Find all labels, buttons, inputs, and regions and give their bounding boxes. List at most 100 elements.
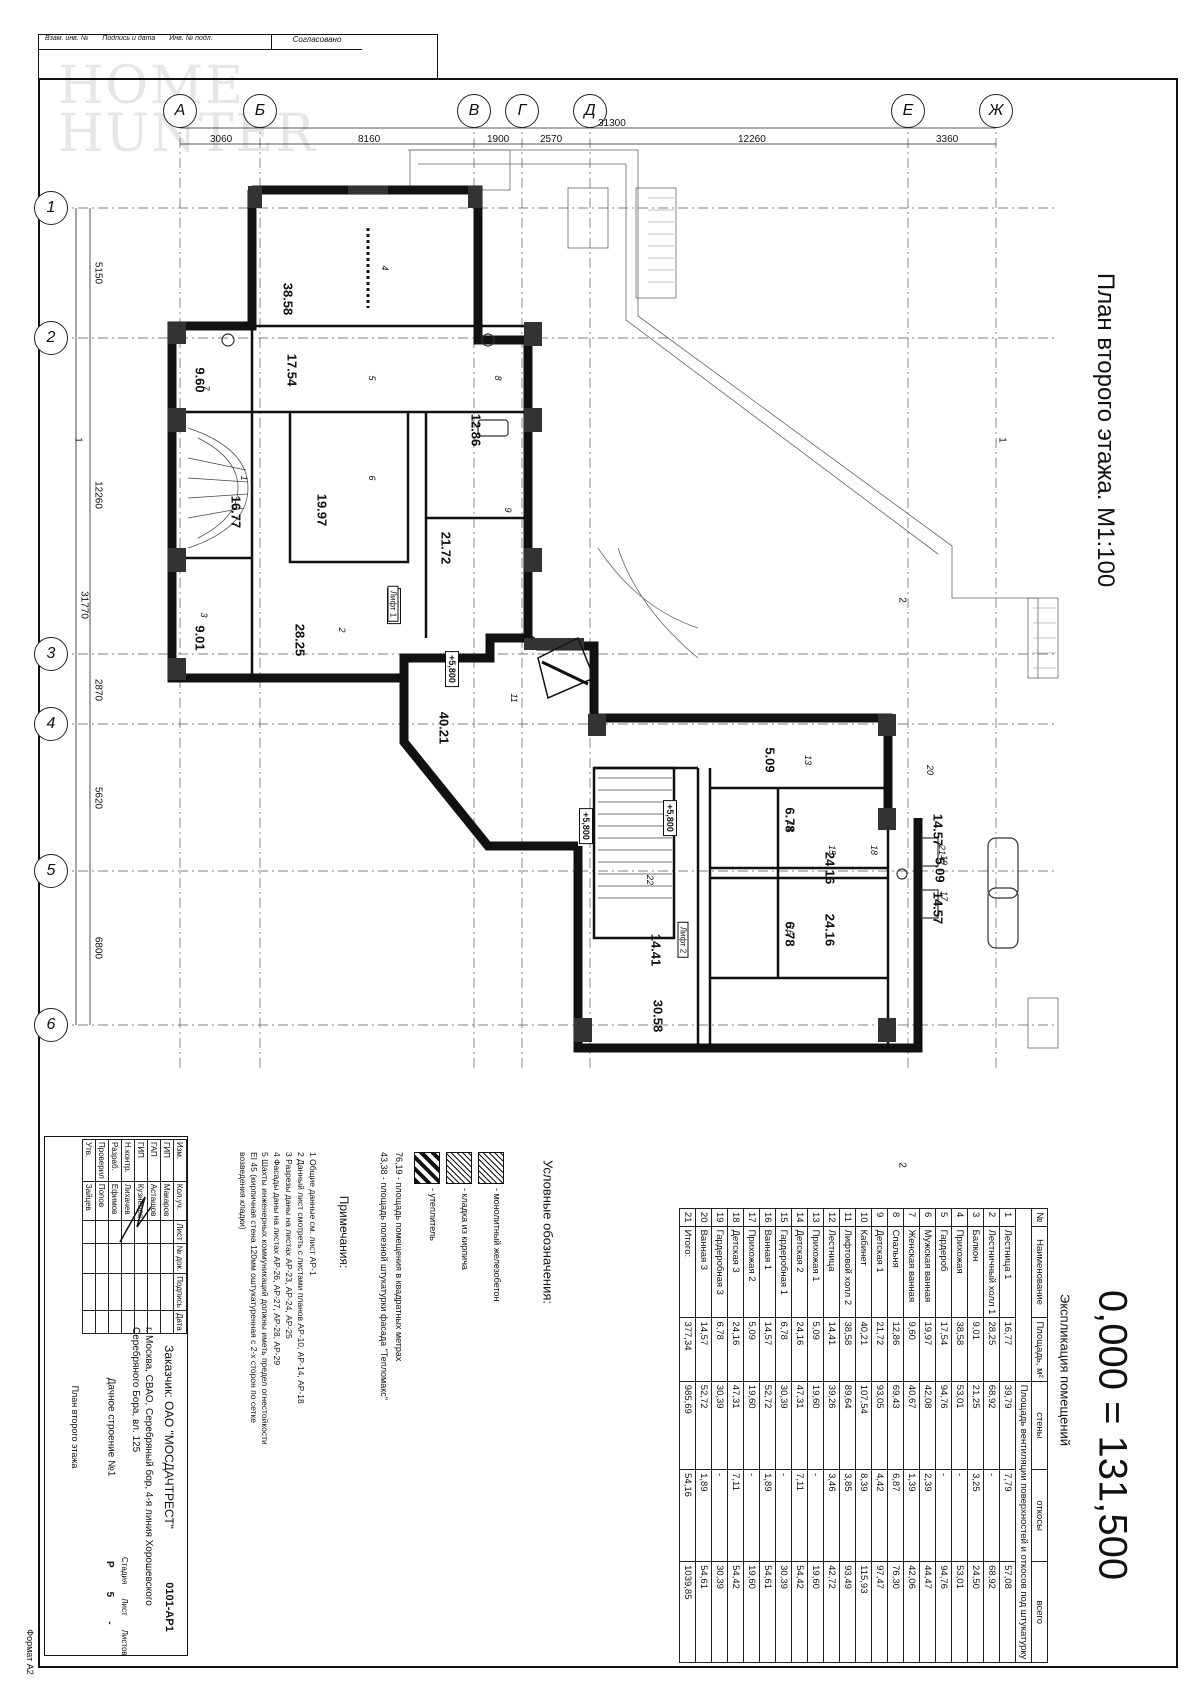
dim-left-segment: 5620 (92, 786, 104, 810)
cell: Подпись (173, 1273, 187, 1311)
explication-grid: № Наименование Площадь, м² стены откосы … (679, 1208, 1048, 1663)
table-cell: 21 (679, 1208, 696, 1227)
table-cell: 19,60 (807, 1381, 824, 1470)
table-cell: 14 (791, 1208, 808, 1227)
table-cell: 377,34 (679, 1317, 696, 1382)
fixtures (221, 333, 1019, 949)
table-cell: 13 (807, 1208, 824, 1227)
stage-head: Стадия (120, 1557, 129, 1585)
dim-left-segment: 12260 (92, 481, 104, 509)
table-cell: 42,06 (903, 1561, 920, 1663)
table-cell: - (711, 1469, 728, 1562)
room-area: 14.57 (930, 891, 946, 925)
table-cell: 53,01 (951, 1381, 968, 1470)
stage-value: Р (104, 1561, 115, 1568)
axis-bubble-e: Е (891, 94, 925, 128)
level-mark: +5,800 (663, 800, 677, 836)
table-cell: 54,42 (791, 1561, 808, 1663)
dim-left-segment: 5150 (92, 261, 104, 285)
table-cell: 24,16 (727, 1317, 744, 1382)
signature-cell (147, 1243, 161, 1274)
table-cell: Ванная 3 (695, 1226, 712, 1318)
table-cell: 38,58 (839, 1317, 856, 1382)
table-cell: Лестница 1 (999, 1226, 1016, 1318)
legend-note: 76,19 - площадь помещения в квадратных м… (394, 1152, 404, 1362)
axis-bubble-zh: Ж (979, 94, 1013, 128)
table-cell: - (951, 1469, 968, 1562)
table-cell: 2,39 (919, 1469, 936, 1562)
signatures-header: Изм. Кол.уч. Лист № док. Подпись Дата (173, 1139, 187, 1334)
room-area: 21.72 (438, 531, 454, 565)
axis-label: 1 (46, 199, 56, 216)
table-cell: 89,64 (839, 1381, 856, 1470)
axis-bubble-g: Г (505, 94, 539, 128)
table-cell: Гардеробная 1 (775, 1226, 792, 1318)
signature-cell: Утв. (82, 1139, 96, 1182)
table-cell: 39,79 (999, 1381, 1016, 1470)
stamp-cell: Подпись и дата (102, 35, 156, 42)
table-cell: 14,57 (759, 1317, 776, 1382)
table-cell: Прихожая 2 (743, 1226, 760, 1318)
table-cell: 1039,85 (679, 1561, 696, 1663)
table-cell: 19,60 (743, 1381, 760, 1470)
note-item: 1 Общие данные см. лист АР-1 (308, 1152, 318, 1276)
table-cell: 24,50 (967, 1561, 984, 1663)
axis-label: Б (254, 102, 266, 119)
room-area: 14.41 (648, 933, 664, 967)
column-group-header: Площадь вентиляции поверхностей и откосо… (1015, 1381, 1032, 1663)
legend-item: - монолитный железобетон (492, 1188, 502, 1302)
table-cell: 21,72 (871, 1317, 888, 1382)
stair-2 (598, 777, 672, 899)
axis-bubble-d: Д (573, 94, 607, 128)
table-cell: 47,31 (727, 1381, 744, 1470)
table-cell: 1,39 (903, 1469, 920, 1562)
signature-cell: ГИП (134, 1139, 148, 1182)
table-cell: - (935, 1469, 952, 1562)
signature-cell (160, 1273, 174, 1311)
explication-title: Экспликация помещений (1057, 1293, 1073, 1447)
signature-cell (147, 1273, 161, 1311)
column-header: Площадь, м² (1031, 1317, 1048, 1382)
signature-cell: Зайцев (82, 1181, 96, 1221)
axis-label: 6 (46, 1016, 56, 1033)
watermark-line-1: HOME (58, 56, 246, 116)
legend-swatch-insulation (414, 1152, 440, 1184)
title-block: Изм. Кол.уч. Лист № док. Подпись Дата ГИ… (44, 1136, 188, 1656)
room-number: 11 (509, 693, 519, 703)
table-cell: 93,05 (871, 1381, 888, 1470)
table-cell: 5 (935, 1208, 952, 1227)
table-cell: 3,85 (839, 1469, 856, 1562)
table-cell: 20 (695, 1208, 712, 1227)
table-cell: 3,25 (967, 1469, 984, 1562)
paper-format: Формат А2 (25, 1629, 35, 1675)
axis-label: А (174, 102, 186, 119)
stage-header: Стадия Лист Листов (120, 1557, 129, 1656)
stamp-label: Согласовано (271, 35, 362, 50)
note-item: 2 Данный лист смотреть с листами планов … (296, 1152, 306, 1404)
table-cell: 19,60 (807, 1561, 824, 1663)
table-cell: 6,78 (775, 1317, 792, 1382)
table-cell: 97,47 (871, 1561, 888, 1663)
table-cell: 107,54 (855, 1381, 872, 1470)
table-cell: 30,39 (775, 1381, 792, 1470)
table-cell: 5,09 (743, 1317, 760, 1382)
room-number: 2 (337, 627, 347, 633)
room-area: 12.86 (468, 413, 484, 447)
table-cell: 68,92 (983, 1381, 1000, 1470)
room-area: 14.57 (930, 813, 946, 847)
cell: Изм. (173, 1139, 187, 1182)
table-cell: 1,89 (759, 1469, 776, 1562)
note-item: 3 Разрезы даны на листах АР-23, АР-24, А… (284, 1152, 294, 1339)
signature-cell (108, 1310, 122, 1334)
